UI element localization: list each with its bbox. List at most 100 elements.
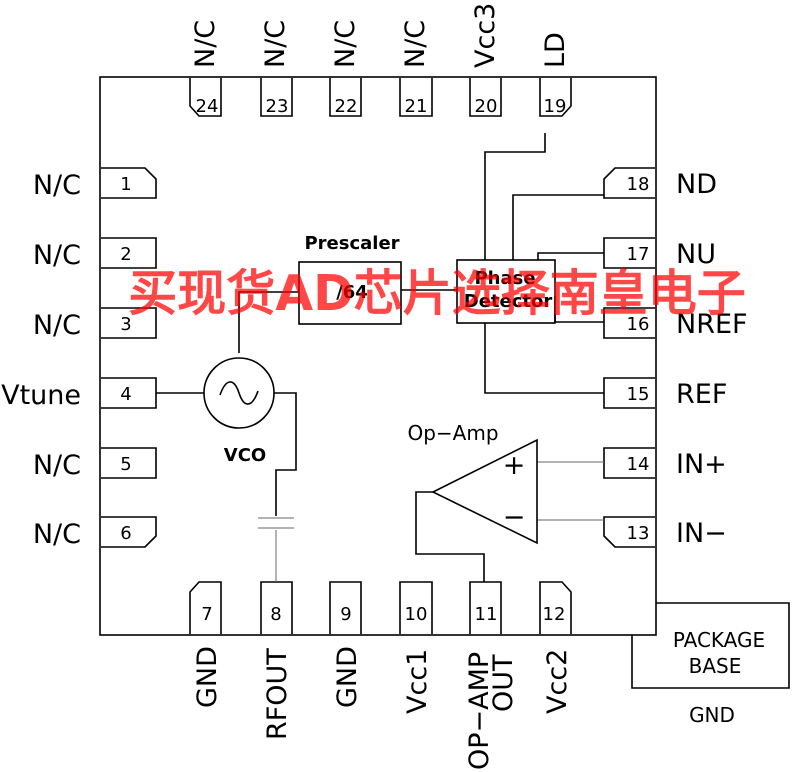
pin-1-number: 1 <box>120 174 131 195</box>
pin-14-label: IN+ <box>676 449 727 480</box>
pin-12-label: Vcc2 <box>542 649 573 714</box>
prescaler-ratio: /64 <box>336 282 368 303</box>
pin-5-number: 5 <box>120 454 131 475</box>
pin-11-label-line2: OUT <box>488 654 519 712</box>
pin-20-number: 20 <box>475 96 498 117</box>
pin-17-number: 17 <box>627 244 650 265</box>
pin-4-number: 4 <box>120 384 131 405</box>
pin-14-pad <box>603 447 655 479</box>
pin-19-pad <box>539 78 572 117</box>
pin-19-number: 19 <box>544 96 567 117</box>
pin-5-pad <box>101 447 157 479</box>
phase-detector-block: Phase Detector <box>456 259 556 324</box>
top-pins: 24 N/C 23 N/C 22 N/C 21 N/C 20 Vcc3 19 L… <box>189 3 572 117</box>
pin-15-label: REF <box>676 379 727 410</box>
package-base-gnd-label: GND <box>689 703 735 727</box>
vco-circle <box>203 357 275 429</box>
wire-ref <box>484 323 604 394</box>
pin-7-number: 7 <box>201 604 212 625</box>
phase-detector-label-2: Detector <box>464 291 553 312</box>
pin-5-label: N/C <box>33 450 81 481</box>
pin-18-pad <box>603 167 655 199</box>
pin-1-pad <box>101 167 157 199</box>
pin-11-label: OP−AMP <box>464 652 495 770</box>
pin-16-label: NREF <box>676 309 748 340</box>
pin-3-label: N/C <box>33 310 81 341</box>
pin-10-number: 10 <box>405 604 428 625</box>
pin-24-pad <box>189 78 222 117</box>
pin-21-pad <box>399 78 433 117</box>
opamp-block: Op−Amp + − <box>407 421 538 545</box>
internal-wiring <box>156 133 604 582</box>
pin-2-number: 2 <box>120 244 131 265</box>
pin-22-number: 22 <box>335 96 358 117</box>
wire-nd <box>512 194 604 260</box>
opamp-triangle <box>431 438 538 545</box>
pin-23-pad <box>260 78 293 117</box>
opamp-plus-sign: + <box>503 450 526 481</box>
pin-9-number: 9 <box>340 604 351 625</box>
opamp-minus-sign: − <box>503 502 526 533</box>
pin-13-pad <box>603 516 655 548</box>
pin-11-pad <box>469 581 502 634</box>
pin-22-pad <box>329 78 362 117</box>
pin-2-label: N/C <box>33 240 81 271</box>
phase-detector-box <box>456 259 556 324</box>
sine-icon <box>219 381 259 405</box>
pin-15-number: 15 <box>627 384 650 405</box>
pin-8-label: RFOUT <box>262 648 293 740</box>
pin-3-pad <box>101 307 157 339</box>
pin-1-label: N/C <box>33 170 81 201</box>
pin-10-pad <box>399 581 433 634</box>
prescaler-box <box>298 261 402 325</box>
pin-6-number: 6 <box>120 523 131 544</box>
prescaler-label: Prescaler <box>304 233 399 254</box>
pin-8-number: 8 <box>270 604 281 625</box>
wire-opamp-out <box>415 491 485 582</box>
pin-9-pad <box>329 581 362 634</box>
package-base-label-2: BASE <box>689 654 742 678</box>
pin-12-number: 12 <box>543 604 566 625</box>
vco-label: VCO <box>224 445 266 466</box>
pin-10-label: Vcc1 <box>402 649 433 714</box>
pin-17-label: NU <box>676 239 716 270</box>
pin-18-label: ND <box>676 169 717 200</box>
package-base-box <box>631 602 790 689</box>
pin-6-label: N/C <box>33 519 81 550</box>
package-outline <box>99 76 657 636</box>
pin-21-label: N/C <box>400 20 431 68</box>
pin-9-label: GND <box>332 646 363 708</box>
package-base-label-1: PACKAGE <box>673 628 765 652</box>
pin-18-number: 18 <box>627 174 650 195</box>
opamp-label: Op−Amp <box>407 421 498 445</box>
pin-7-pad <box>189 581 222 634</box>
pin-24-label: N/C <box>190 20 221 68</box>
wire-ld <box>484 133 546 260</box>
phase-detector-label-1: Phase <box>474 268 535 289</box>
pin-23-number: 23 <box>266 96 289 117</box>
pin-6-pad <box>101 516 157 548</box>
pin-13-number: 13 <box>627 523 650 544</box>
pin-20-pad <box>469 78 502 117</box>
vco-block: VCO <box>203 357 275 466</box>
pin-22-label: N/C <box>330 20 361 68</box>
pin-4-label: Vtune <box>1 380 81 411</box>
pin-3-number: 3 <box>120 314 131 335</box>
right-pins: 18 ND 17 NU 16 NREF 15 REF 14 IN+ 13 IN− <box>603 167 748 549</box>
pin-14-number: 14 <box>627 454 650 475</box>
pin-19-label: LD <box>540 32 571 68</box>
pin-20-label: Vcc3 <box>470 3 501 68</box>
left-pins: 1 N/C 2 N/C 3 N/C 4 Vtune 5 N/C 6 N/C <box>1 167 157 550</box>
bottom-pins: 7 GND 8 RFOUT 9 GND 10 Vcc1 11 OP−AMP OU… <box>189 581 573 770</box>
pin-16-number: 16 <box>627 314 650 335</box>
package-base: PACKAGE BASE GND <box>631 602 790 727</box>
pin-11-number: 11 <box>475 604 498 625</box>
pin-12-pad <box>539 581 572 634</box>
pin-24-number: 24 <box>196 96 219 117</box>
pin-16-pad <box>603 307 655 339</box>
watermark-text: 买现货AD芯片选择南皇电子 <box>128 265 746 322</box>
prescaler-block: Prescaler /64 <box>298 233 402 325</box>
pin-2-pad <box>101 237 157 269</box>
wire-vco-rfout <box>274 392 297 516</box>
